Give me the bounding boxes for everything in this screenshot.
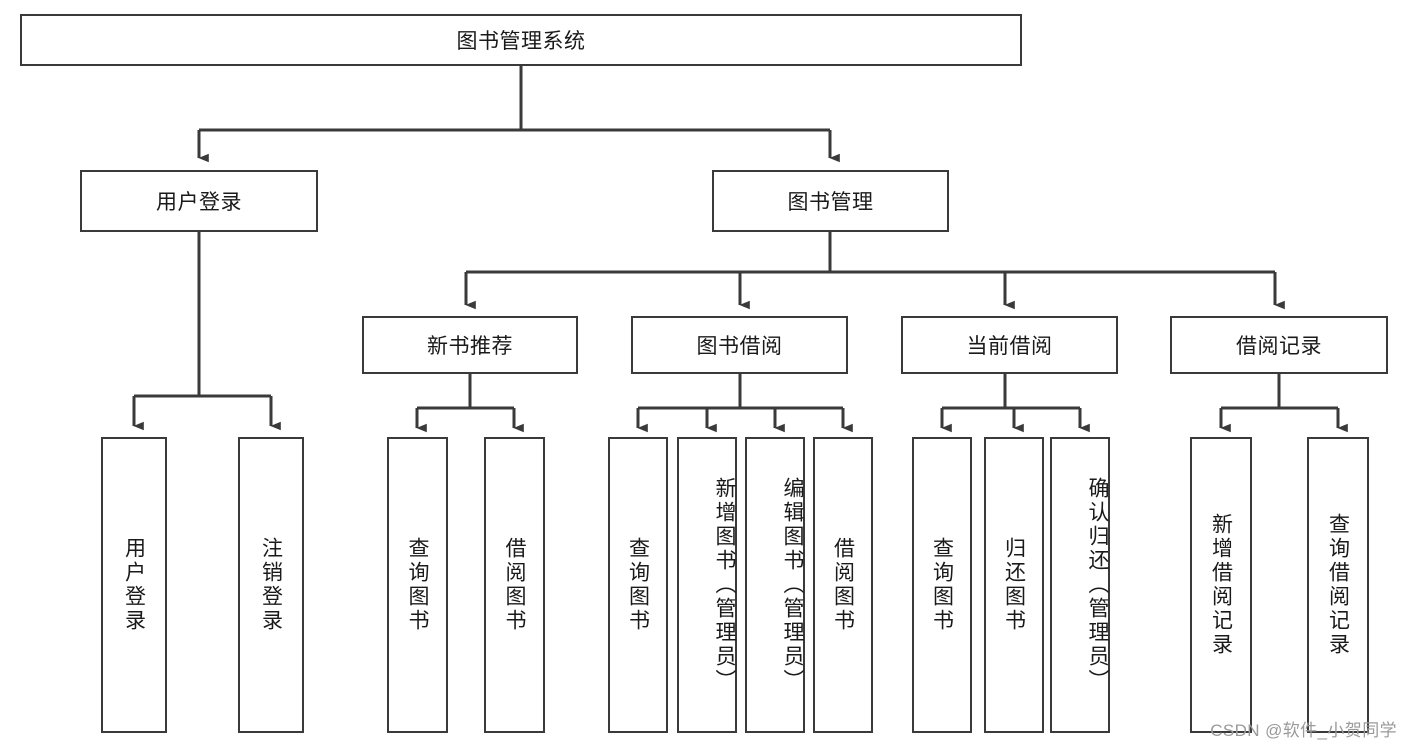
node-leaf-borrow-book-1[interactable]: 借阅图书 — [484, 437, 545, 733]
node-leaf-query-record[interactable]: 查询借阅记录 — [1307, 437, 1369, 733]
node-leaf-borrow-book-2-label: 借阅图书 — [831, 537, 855, 633]
node-leaf-confirm-return-label: 确认归还（管理员） — [1086, 477, 1109, 693]
node-book-borrow[interactable]: 图书借阅 — [631, 316, 848, 374]
node-leaf-confirm-return[interactable]: 确认归还（管理员） — [1050, 437, 1110, 733]
node-leaf-query-book-1[interactable]: 查询图书 — [387, 437, 448, 733]
node-root-label: 图书管理系统 — [456, 30, 586, 53]
node-leaf-query-book-2-label: 查询图书 — [626, 537, 650, 633]
node-user-login-label: 用户登录 — [156, 191, 242, 214]
node-borrow-record[interactable]: 借阅记录 — [1170, 316, 1388, 374]
node-leaf-return-book-label: 归还图书 — [1002, 537, 1026, 633]
node-new-book-rec[interactable]: 新书推荐 — [362, 316, 578, 374]
node-leaf-logout-label: 注销登录 — [259, 537, 283, 633]
node-leaf-borrow-book-1-label: 借阅图书 — [503, 537, 526, 633]
node-leaf-add-book-label: 新增图书（管理员） — [713, 477, 736, 693]
node-leaf-add-record[interactable]: 新增借阅记录 — [1190, 437, 1252, 733]
node-current-borrow[interactable]: 当前借阅 — [901, 316, 1118, 374]
node-leaf-user-login[interactable]: 用户登录 — [101, 437, 167, 733]
node-leaf-query-book-3[interactable]: 查询图书 — [912, 437, 972, 733]
node-root[interactable]: 图书管理系统 — [20, 14, 1022, 66]
node-borrow-record-label: 借阅记录 — [1236, 335, 1322, 358]
node-leaf-return-book[interactable]: 归还图书 — [984, 437, 1044, 733]
node-current-borrow-label: 当前借阅 — [966, 335, 1053, 358]
node-leaf-query-record-label: 查询借阅记录 — [1326, 513, 1350, 657]
node-leaf-query-book-3-label: 查询图书 — [930, 537, 954, 633]
csdn-watermark: CSDN @软件_小贺同学 — [1210, 721, 1397, 740]
node-leaf-edit-book[interactable]: 编辑图书（管理员） — [745, 437, 805, 733]
node-leaf-query-book-1-label: 查询图书 — [406, 537, 429, 633]
node-leaf-edit-book-label: 编辑图书（管理员） — [781, 477, 804, 693]
node-new-book-rec-label: 新书推荐 — [427, 335, 513, 358]
node-user-login[interactable]: 用户登录 — [80, 170, 318, 232]
node-book-borrow-label: 图书借阅 — [696, 335, 783, 358]
node-book-manage-label: 图书管理 — [787, 191, 874, 214]
node-leaf-logout[interactable]: 注销登录 — [238, 437, 304, 733]
node-leaf-add-record-label: 新增借阅记录 — [1209, 513, 1233, 657]
node-book-manage[interactable]: 图书管理 — [712, 170, 949, 232]
node-leaf-borrow-book-2[interactable]: 借阅图书 — [813, 437, 873, 733]
node-leaf-add-book[interactable]: 新增图书（管理员） — [677, 437, 737, 733]
node-leaf-user-login-label: 用户登录 — [122, 537, 146, 633]
node-leaf-query-book-2[interactable]: 查询图书 — [608, 437, 668, 733]
